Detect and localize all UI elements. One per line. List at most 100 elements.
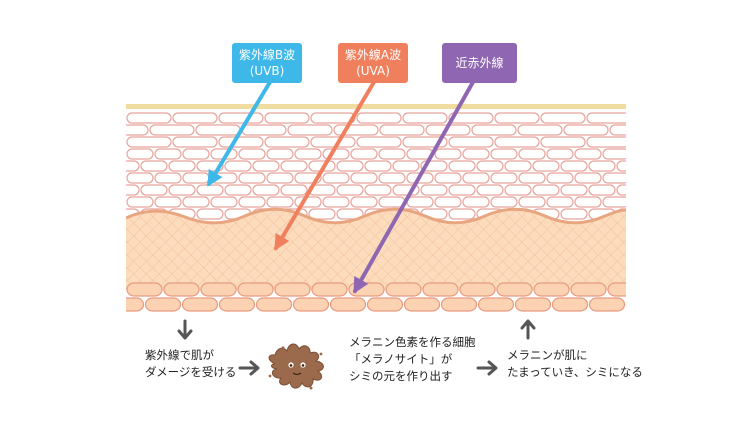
skin-cell xyxy=(181,297,219,312)
skin-cell xyxy=(200,282,237,297)
skin-cell xyxy=(154,196,182,208)
skin-cell xyxy=(490,196,518,208)
nir-ray-arrow xyxy=(353,80,475,294)
nir-label-line1: 近赤外線 xyxy=(455,56,504,70)
skin-cell xyxy=(356,112,402,124)
skin-cell xyxy=(336,184,364,196)
skin-cell xyxy=(570,282,607,297)
skin-cell xyxy=(322,196,350,208)
melanocyte-icon xyxy=(268,343,324,390)
damage-caption: 紫外線で肌が ダメージを受ける xyxy=(145,347,236,381)
skin-cell xyxy=(462,148,490,160)
skin-cell xyxy=(540,136,586,148)
skin-cell xyxy=(126,148,154,160)
skin-cell xyxy=(172,136,218,148)
skin-cell xyxy=(126,124,149,136)
skin-cell xyxy=(434,172,462,184)
caption-line: たまっていき、シミになる xyxy=(507,365,643,379)
skin-cell xyxy=(518,172,546,184)
skin-cell xyxy=(471,124,517,136)
skin-cell xyxy=(126,196,154,208)
skin-cell xyxy=(625,303,626,306)
skin-cell xyxy=(172,112,218,124)
skin-cell xyxy=(546,172,574,184)
skin-cell xyxy=(434,196,462,208)
skin-cell xyxy=(574,148,602,160)
skin-cell xyxy=(602,148,626,160)
skin-cell xyxy=(182,172,210,184)
skin-cell xyxy=(218,112,264,124)
skin-cell xyxy=(392,160,420,172)
skin-cell xyxy=(336,160,364,172)
skin-cell xyxy=(532,160,560,172)
melanocyte-caption: メラニン色素を作る細胞 「メラノサイト」が シミの元を作り出す xyxy=(349,334,476,385)
skin-cell xyxy=(402,112,448,124)
skin-cell xyxy=(560,208,588,220)
uva-label-line2: (UVA) xyxy=(356,64,390,78)
skin-cell xyxy=(440,297,478,312)
skin-cell xyxy=(403,297,441,312)
skin-cell xyxy=(379,124,425,136)
skin-cell xyxy=(287,124,333,136)
dermis-layer xyxy=(126,209,626,290)
skin-cell xyxy=(224,184,252,196)
caption-line: メラニンが肌に xyxy=(507,348,588,362)
epidermis-cells-upper xyxy=(126,112,626,148)
skin-cell xyxy=(517,124,563,136)
horny-layer xyxy=(126,104,626,109)
skin-cell xyxy=(237,282,274,297)
skin-cell xyxy=(560,184,588,196)
skin-cell xyxy=(126,184,140,196)
down-arrow-icon xyxy=(177,319,193,340)
skin-cell xyxy=(196,184,224,196)
skin-cell xyxy=(126,112,172,124)
skin-cell xyxy=(336,208,364,220)
skin-cell xyxy=(494,112,540,124)
skin-cell xyxy=(490,148,518,160)
skin-cell xyxy=(496,282,533,297)
caption-line: 紫外線で肌が xyxy=(145,348,214,362)
skin-cell xyxy=(434,148,462,160)
skin-cell xyxy=(274,282,311,297)
skin-cell xyxy=(238,148,266,160)
skin-cell xyxy=(477,297,515,312)
skin-cell xyxy=(266,196,294,208)
skin-cell xyxy=(126,282,163,297)
skin-cell xyxy=(238,172,266,184)
skin-cell xyxy=(532,184,560,196)
skin-cell xyxy=(182,196,210,208)
skin-cell xyxy=(609,124,626,136)
skin-cell xyxy=(616,184,626,196)
skin-cell xyxy=(504,184,532,196)
skin-cell xyxy=(140,184,168,196)
skin-cell xyxy=(586,112,626,124)
skin-cell xyxy=(266,172,294,184)
skin-cell xyxy=(504,160,532,172)
skin-cell xyxy=(126,297,145,312)
skin-cell xyxy=(602,196,626,208)
skin-cell xyxy=(308,208,336,220)
skin-cell xyxy=(494,136,540,148)
fat-cells xyxy=(126,282,626,312)
skin-cell xyxy=(238,196,266,208)
right-arrow-icon xyxy=(238,360,260,376)
skin-cell xyxy=(586,136,626,148)
skin-cell xyxy=(264,112,310,124)
skin-cell xyxy=(224,160,252,172)
uva-ray-arrow xyxy=(274,80,376,251)
uva-label: 紫外線A波 (UVA) xyxy=(338,43,408,83)
skin-cell xyxy=(448,208,476,220)
skin-cell xyxy=(448,184,476,196)
skin-cell xyxy=(218,136,264,148)
skin-cell xyxy=(540,112,586,124)
skin-cell xyxy=(126,136,172,148)
skin-cell xyxy=(448,112,494,124)
skin-cell xyxy=(350,172,378,184)
skin-cell xyxy=(476,160,504,172)
skin-cell xyxy=(350,148,378,160)
skin-cell xyxy=(563,124,609,136)
spot-caption: メラニンが肌に たまっていき、シミになる xyxy=(507,347,643,381)
skin-cell xyxy=(266,148,294,160)
skin-cell xyxy=(252,160,280,172)
skin-cell xyxy=(546,148,574,160)
